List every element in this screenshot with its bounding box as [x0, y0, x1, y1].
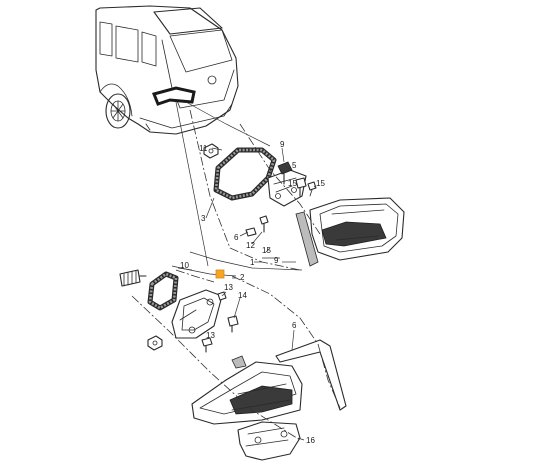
- lower-gasket: [147, 271, 179, 311]
- callout-12: 12: [246, 241, 255, 250]
- callout-15-b: 15: [316, 179, 325, 188]
- callout-labels: 11 9 5 15 15 3 6 12 15 9 1 10 2 13 14 13…: [180, 140, 325, 445]
- screw-part-15-right: [307, 181, 317, 197]
- upper-gasket-part-3: [213, 147, 277, 201]
- highlight-badge: [215, 269, 225, 279]
- screw-part-12: [259, 215, 269, 233]
- wiring-connector-part-10: [119, 269, 147, 287]
- mounting-bracket-part-16: [237, 421, 301, 461]
- callout-15-a: 15: [288, 179, 297, 188]
- outer-tail-lamp: [191, 339, 347, 425]
- callout-leaders: [177, 147, 317, 441]
- callout-5: 5: [292, 161, 297, 170]
- callout-11: 11: [199, 144, 208, 153]
- callout-14: 14: [238, 291, 247, 300]
- nut-lower: [147, 335, 163, 351]
- callout-13-b: 13: [206, 331, 215, 340]
- callout-9-top: 9: [280, 140, 285, 149]
- screw-part-15-upper: [295, 177, 307, 197]
- callout-6-upper: 6: [234, 233, 239, 242]
- callout-10: 10: [180, 261, 189, 270]
- callout-9: 9: [274, 256, 279, 265]
- nut-part-11: [203, 143, 219, 159]
- callout-16: 16: [306, 436, 315, 445]
- bulb-socket-part-5: [277, 161, 293, 185]
- callout-3: 3: [201, 214, 206, 223]
- assembly-dash-lines: [131, 109, 341, 441]
- callout-1: 1: [250, 258, 255, 267]
- callout-2: 2: [240, 273, 245, 282]
- callout-15-c: 15: [262, 246, 271, 255]
- inner-tail-lamp: [295, 197, 405, 267]
- screw-part-14: [227, 315, 239, 333]
- screw-part-6-lower: [201, 337, 213, 353]
- callout-6-lower: 6: [292, 321, 297, 330]
- screw-part-6-upper: [245, 227, 257, 237]
- vehicle-rear-view: [95, 5, 239, 135]
- callout-13-a: 13: [224, 283, 233, 292]
- bulb-carrier: [171, 289, 223, 339]
